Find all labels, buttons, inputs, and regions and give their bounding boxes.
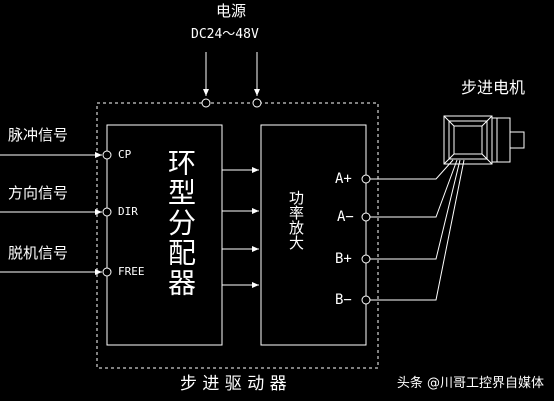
watermark: 头条 @川哥工控界自媒体 bbox=[396, 376, 544, 391]
amplifier-label: 功率放大 bbox=[287, 190, 305, 250]
pin-label-free: FREE bbox=[118, 265, 145, 278]
output-wire-a-minus bbox=[370, 159, 458, 218]
output-label-b-minus: B− bbox=[335, 292, 352, 308]
pin-label-cp: CP bbox=[118, 148, 132, 161]
output-terminal-a-minus bbox=[361, 212, 371, 222]
pin-label-dir: DIR bbox=[118, 205, 138, 218]
output-terminal-a-plus bbox=[361, 174, 371, 184]
output-wire-b-minus bbox=[370, 159, 465, 301]
stepper-motor-icon bbox=[443, 115, 525, 165]
power-terminal-left bbox=[201, 98, 211, 108]
output-label-b-plus: B+ bbox=[335, 251, 352, 267]
motor-label: 步进电机 bbox=[461, 78, 526, 97]
power-voltage: DC24～48V bbox=[191, 27, 259, 42]
amplifier-box bbox=[260, 124, 367, 346]
output-wire-a-plus bbox=[370, 159, 454, 180]
input-label-offline: 脱机信号 bbox=[8, 244, 69, 262]
input-label-pulse: 脉冲信号 bbox=[8, 126, 69, 144]
distributor-label: 环型分配器 bbox=[164, 148, 197, 298]
input-terminal-dir bbox=[102, 207, 112, 217]
output-label-a-plus: A+ bbox=[335, 171, 352, 187]
input-label-direction: 方向信号 bbox=[8, 184, 69, 202]
driver-outline bbox=[96, 102, 379, 369]
output-label-a-minus: A− bbox=[337, 209, 354, 225]
power-terminal-right bbox=[252, 98, 262, 108]
input-terminal-cp bbox=[102, 150, 112, 160]
driver-label: 步 进 驱 动 器 bbox=[180, 374, 287, 394]
output-wire-b-plus bbox=[370, 159, 461, 260]
distributor-box bbox=[106, 124, 223, 346]
output-terminal-b-minus bbox=[361, 295, 371, 305]
power-label: 电源 bbox=[216, 2, 247, 20]
output-terminal-b-plus bbox=[361, 254, 371, 264]
input-terminal-free bbox=[102, 267, 112, 277]
